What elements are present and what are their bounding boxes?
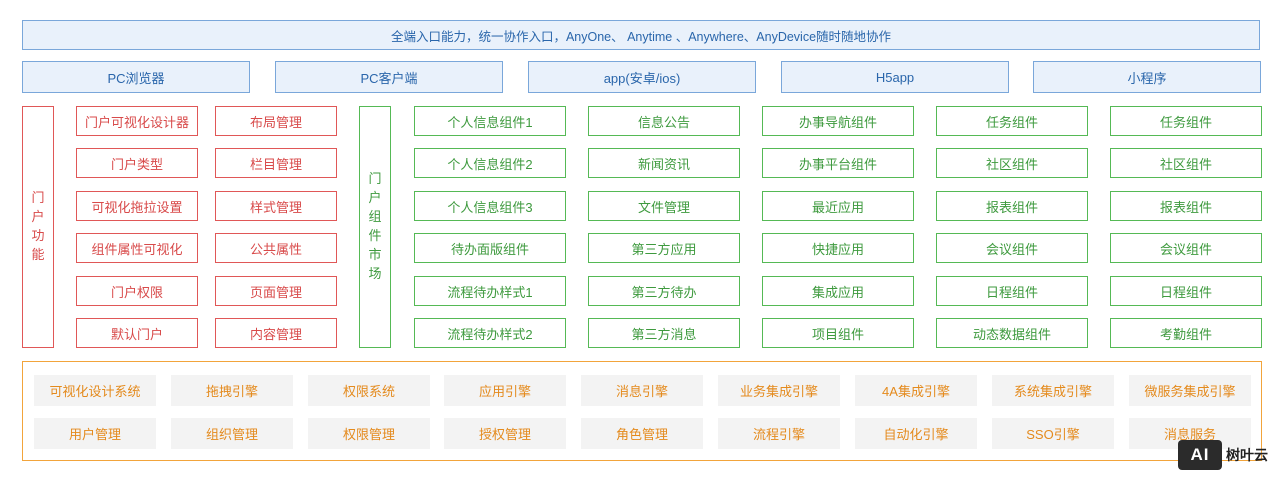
engine-item: 拖拽引擎: [171, 375, 293, 406]
portal-function-item: 可视化拖拉设置: [76, 191, 198, 221]
engine-item: 用户管理: [34, 418, 156, 449]
engine-item: 组织管理: [171, 418, 293, 449]
component-item: 项目组件: [762, 318, 914, 348]
side-label-char: 门: [31, 190, 45, 206]
component-item: 流程待办样式1: [414, 276, 566, 306]
engine-item: 权限管理: [308, 418, 430, 449]
component-item: 个人信息组件2: [414, 148, 566, 178]
engine-item: 可视化设计系统: [34, 375, 156, 406]
platform-box: 小程序: [1033, 61, 1261, 93]
watermark-logo: AI: [1178, 440, 1222, 470]
engine-item: 消息引擎: [581, 375, 703, 406]
portal-function-item: 布局管理: [215, 106, 337, 136]
portal-function-item: 默认门户: [76, 318, 198, 348]
portal-function-item: 门户类型: [76, 148, 198, 178]
component-item: 会议组件: [1110, 233, 1262, 263]
top-banner: 全端入口能力，统一协作入口，AnyOne、 Anytime 、Anywhere、…: [22, 20, 1260, 50]
component-item: 动态数据组件: [936, 318, 1088, 348]
component-item: 最近应用: [762, 191, 914, 221]
component-item: 第三方应用: [588, 233, 740, 263]
portal-function-item: 公共属性: [215, 233, 337, 263]
side-label-char: 门: [368, 171, 382, 187]
component-item: 日程组件: [936, 276, 1088, 306]
component-item: 考勤组件: [1110, 318, 1262, 348]
component-item: 办事导航组件: [762, 106, 914, 136]
component-item: 任务组件: [936, 106, 1088, 136]
engine-item: 系统集成引擎: [992, 375, 1114, 406]
component-item: 流程待办样式2: [414, 318, 566, 348]
component-item: 报表组件: [1110, 191, 1262, 221]
component-item: 个人信息组件1: [414, 106, 566, 136]
platform-box: app(安卓/ios): [528, 61, 756, 93]
side-label-char: 组: [368, 209, 382, 225]
portal-function-item: 门户可视化设计器: [76, 106, 198, 136]
portal-function-item: 页面管理: [215, 276, 337, 306]
portal-function-item: 栏目管理: [215, 148, 337, 178]
component-item: 新闻资讯: [588, 148, 740, 178]
component-item: 信息公告: [588, 106, 740, 136]
component-market-label: 门户组件市场: [359, 106, 391, 348]
component-item: 第三方消息: [588, 318, 740, 348]
side-label-char: 户: [31, 209, 45, 225]
engine-item: 权限系统: [308, 375, 430, 406]
component-item: 社区组件: [936, 148, 1088, 178]
component-item: 文件管理: [588, 191, 740, 221]
component-item: 日程组件: [1110, 276, 1262, 306]
engine-item: 微服务集成引擎: [1129, 375, 1251, 406]
side-label-char: 件: [368, 228, 382, 243]
engine-item: SSO引擎: [992, 418, 1114, 449]
engine-item: 应用引擎: [444, 375, 566, 406]
engine-item: 自动化引擎: [855, 418, 977, 449]
component-item: 第三方待办: [588, 276, 740, 306]
platform-box: PC客户端: [275, 61, 503, 93]
component-item: 社区组件: [1110, 148, 1262, 178]
portal-function-item: 内容管理: [215, 318, 337, 348]
side-label-char: 能: [31, 246, 45, 262]
platform-box: H5app: [781, 61, 1009, 93]
engine-item: 4A集成引擎: [855, 375, 977, 406]
component-item: 会议组件: [936, 233, 1088, 263]
engine-item: 角色管理: [581, 418, 703, 449]
platform-box: PC浏览器: [22, 61, 250, 93]
side-label-char: 场: [368, 265, 382, 281]
portal-function-label: 门户功能: [22, 106, 54, 348]
component-item: 快捷应用: [762, 233, 914, 263]
engine-layer: [22, 361, 1262, 461]
component-item: 报表组件: [936, 191, 1088, 221]
side-label-char: 户: [368, 190, 382, 206]
side-label-char: 市: [368, 246, 382, 262]
engine-item: 授权管理: [444, 418, 566, 449]
side-label-char: 功: [31, 228, 45, 243]
portal-function-item: 样式管理: [215, 191, 337, 221]
portal-function-item: 门户权限: [76, 276, 198, 306]
engine-item: 流程引擎: [718, 418, 840, 449]
component-item: 集成应用: [762, 276, 914, 306]
portal-function-item: 组件属性可视化: [76, 233, 198, 263]
component-item: 办事平台组件: [762, 148, 914, 178]
component-item: 任务组件: [1110, 106, 1262, 136]
watermark-text: 树叶云: [1226, 447, 1268, 463]
engine-item: 业务集成引擎: [718, 375, 840, 406]
component-item: 待办面版组件: [414, 233, 566, 263]
component-item: 个人信息组件3: [414, 191, 566, 221]
